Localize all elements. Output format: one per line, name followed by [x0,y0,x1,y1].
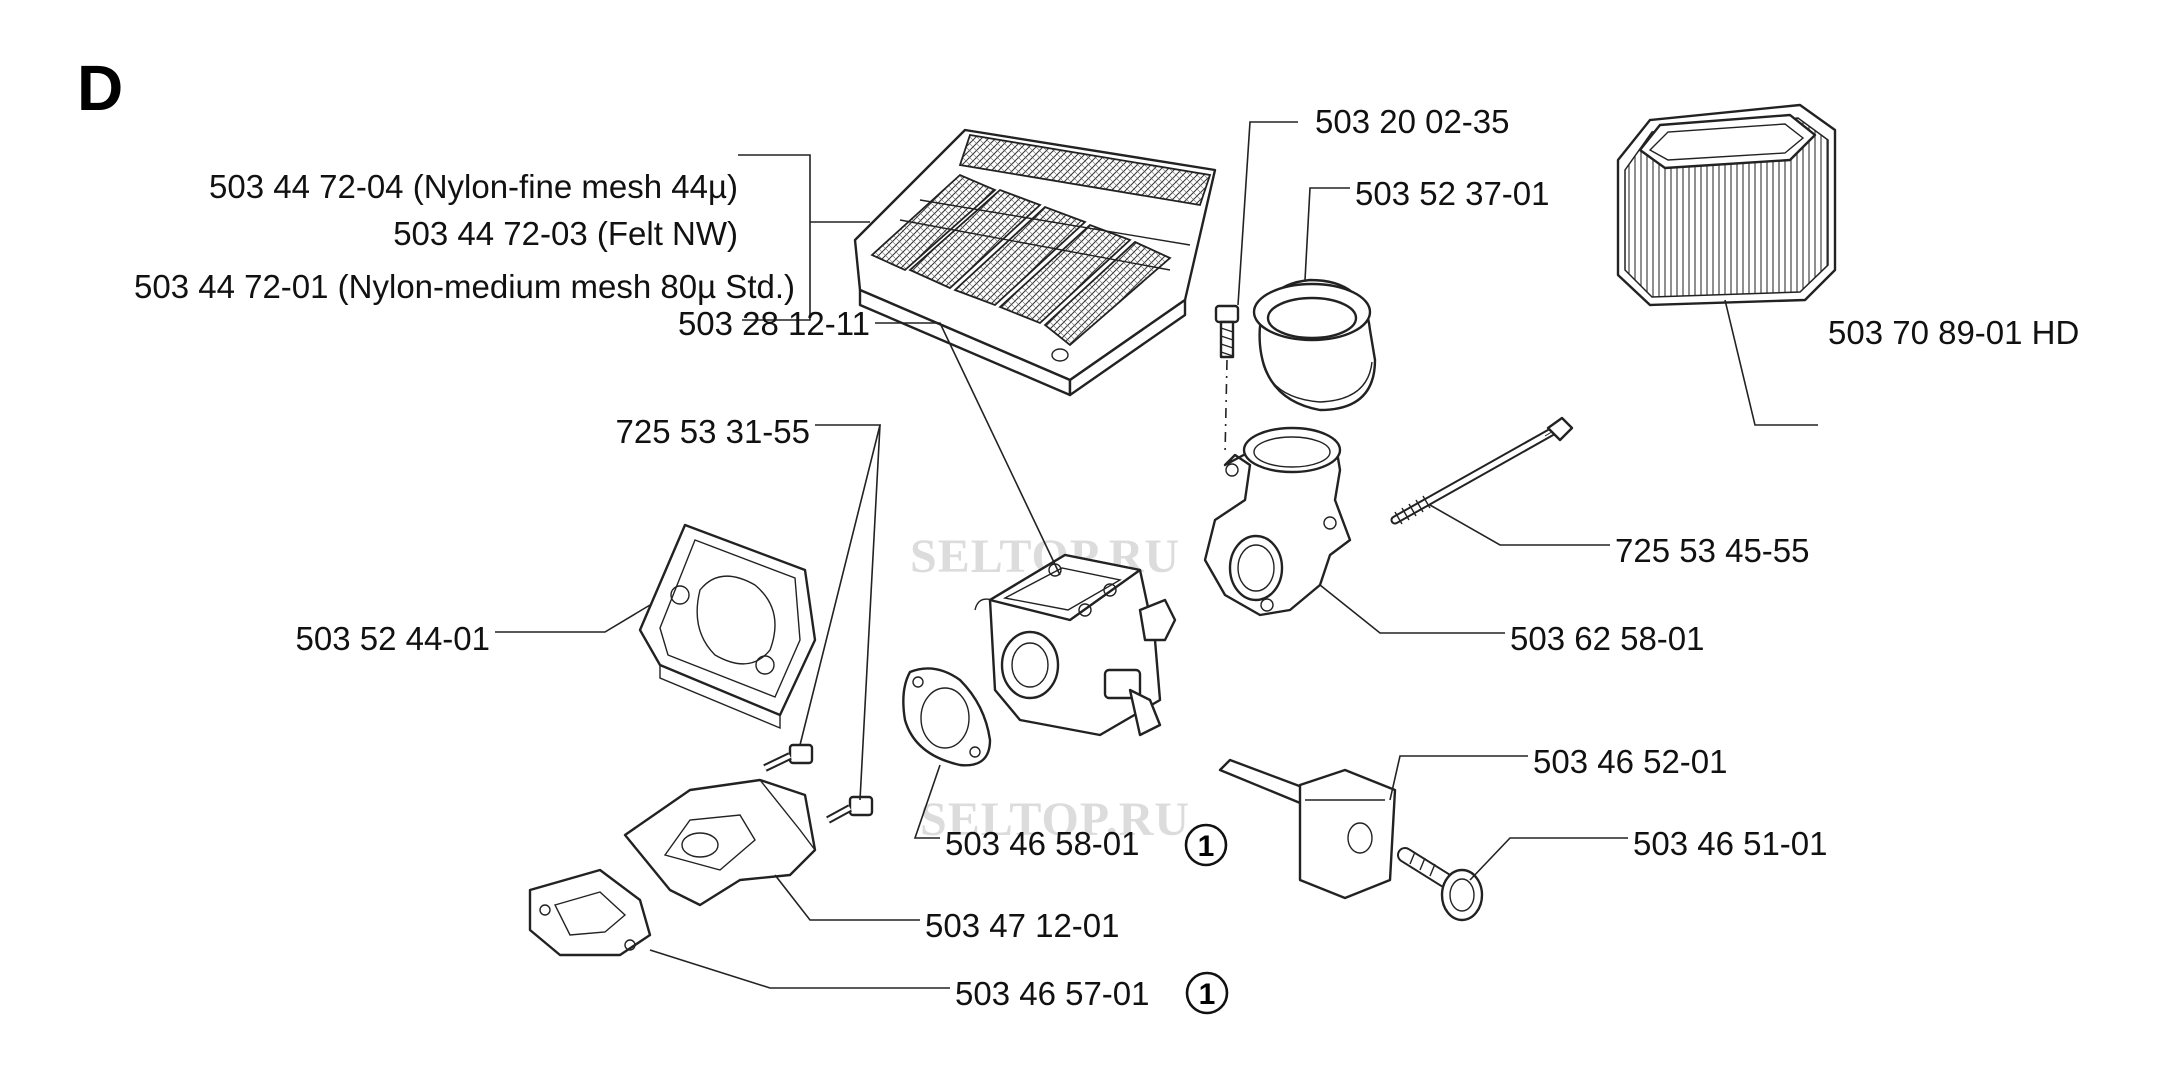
part-label: 503 62 58-01 [1510,620,1705,657]
filter-base-part [638,523,817,730]
heat-shield-part [623,778,817,907]
part-label: 503 52 37-01 [1355,175,1550,212]
part-label: 725 53 31-55 [615,413,810,450]
part-label: 503 46 57-01 [955,975,1150,1012]
part-label: 503 52 44-01 [295,620,490,657]
part-label: 503 44 72-01 (Nylon-medium mesh 80µ Std.… [134,268,795,305]
section-letter: D [77,52,123,124]
part-label: 503 46 52-01 [1533,743,1728,780]
part-label: 503 28 12-11 [678,305,870,342]
part-label: 503 46 58-01 [945,825,1140,862]
part-label: 503 44 72-04 (Nylon-fine mesh 44µ) [209,168,738,205]
flange-gasket-part [528,868,652,957]
svg-text:1: 1 [1199,978,1216,1011]
footnote-marker: 1 [1184,823,1228,867]
intake-adapter-part [1203,426,1352,617]
rubber-ring-part [1252,278,1377,412]
adjust-screw-part [1397,847,1484,922]
footnote-marker: 1 [1185,971,1229,1015]
screw-part [1214,304,1240,456]
part-label: 503 70 89-01 HD [1828,314,2079,351]
long-bolt-part [1390,416,1574,525]
choke-shaft-part [1218,758,1397,900]
air-filter-part [853,128,1217,397]
part-label: 503 20 02-35 [1315,103,1510,140]
part-label: 503 46 51-01 [1633,825,1828,862]
leader-lines [495,121,1818,989]
hd-air-filter-part [1616,103,1837,307]
small-bolt-part [763,743,874,824]
carburetor-part [974,553,1177,737]
watermark: SELTOP.RU [920,793,1190,846]
part-label: 725 53 45-55 [1615,532,1810,569]
part-label: 503 44 72-03 (Felt NW) [393,215,738,252]
carb-gasket-part [902,667,992,767]
svg-text:1: 1 [1198,830,1215,863]
part-label: 503 47 12-01 [925,907,1120,944]
